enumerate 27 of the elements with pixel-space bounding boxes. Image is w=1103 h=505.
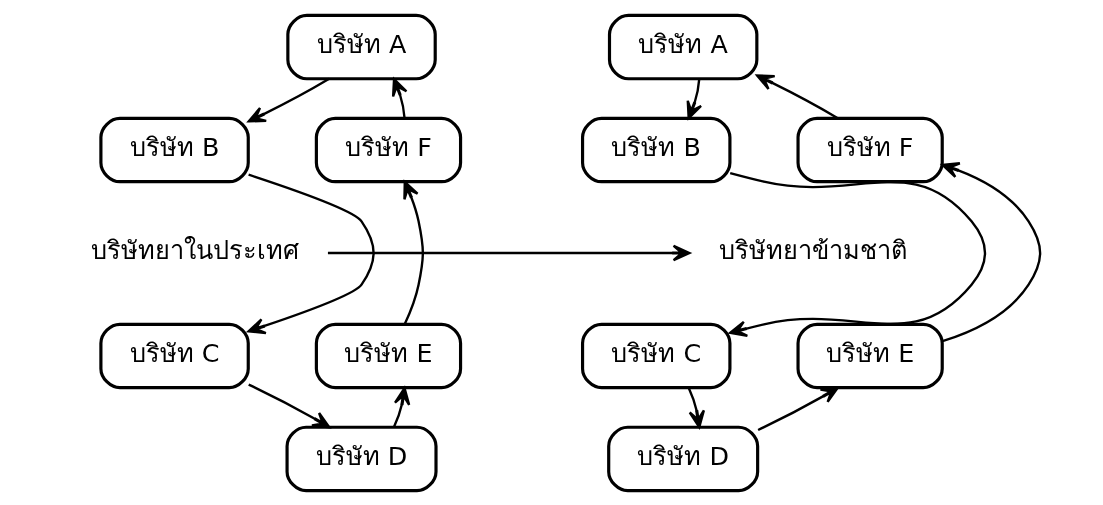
node-box: บริษัท D xyxy=(285,425,438,492)
arrow xyxy=(686,78,703,119)
arrow xyxy=(248,383,331,428)
arrow xyxy=(391,77,408,118)
node-box: บริษัท E xyxy=(796,322,944,389)
node-box: บริษัท A xyxy=(607,13,759,80)
arrow xyxy=(403,180,424,325)
arrow xyxy=(757,386,839,431)
arrow xyxy=(247,77,330,123)
node-box: บริษัท D xyxy=(607,425,760,492)
node-box: บริษัท A xyxy=(286,13,437,80)
arrow xyxy=(756,73,839,119)
arrow xyxy=(392,386,411,428)
node-box: บริษัท C xyxy=(580,322,732,389)
node-box: บริษัท B xyxy=(580,116,732,183)
node-text: บริษัทยาในประเทศ xyxy=(91,234,300,265)
node-box: บริษัท E xyxy=(314,322,463,389)
node-box: บริษัท F xyxy=(314,116,463,183)
arrow xyxy=(941,161,1042,342)
node-box: บริษัท F xyxy=(796,116,944,183)
arrow xyxy=(687,387,706,428)
node-text: บริษัทยาข้ามชาติ xyxy=(719,234,908,265)
node-box: บริษัท B xyxy=(99,116,250,183)
node-box: บริษัท C xyxy=(99,322,250,389)
arrow xyxy=(327,244,691,261)
arrow xyxy=(247,173,375,334)
arrow xyxy=(729,171,987,337)
